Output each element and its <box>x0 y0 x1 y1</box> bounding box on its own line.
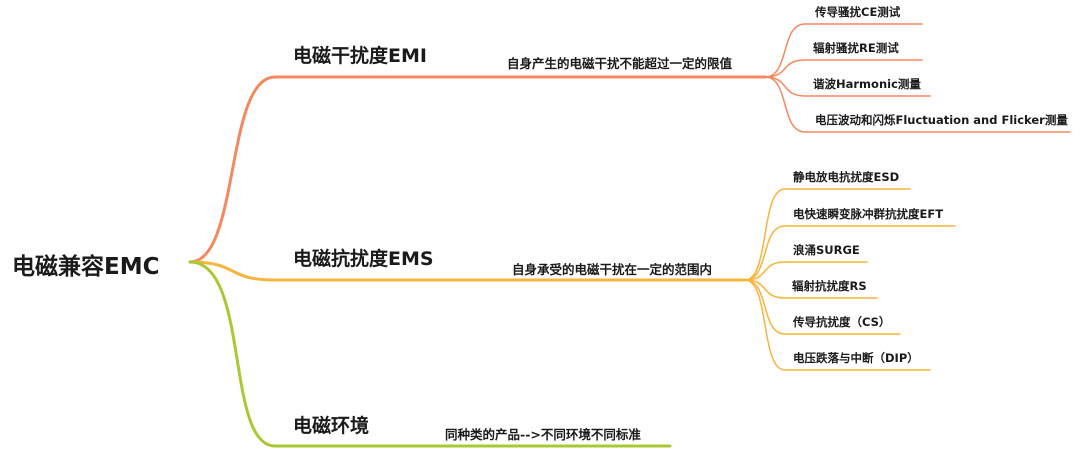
leaf-re[interactable]: 辐射骚扰RE测试 <box>813 41 899 55</box>
connector-ems-leaf <box>744 279 931 371</box>
leaf-harmonic[interactable]: 谐波Harmonic测量 <box>813 77 921 91</box>
leaf-cs[interactable]: 传导抗扰度（CS） <box>793 315 891 329</box>
connector-emi-leaf <box>764 23 923 78</box>
leaf-esd[interactable]: 静电放电抗扰度ESD <box>793 170 900 184</box>
leaf-dip[interactable]: 电压跌落与中断（DIP） <box>793 351 919 365</box>
connector-ems-leaf <box>744 261 868 281</box>
branch-emi[interactable]: 电磁干扰度EMI <box>293 45 427 67</box>
connector-ems <box>188 260 747 282</box>
leaf-flicker[interactable]: 电压波动和闪烁Fluctuation and Flicker测量 <box>815 113 1068 127</box>
root-node[interactable]: 电磁兼容EMC <box>12 254 160 280</box>
connector-ems-leaf <box>744 279 878 299</box>
connector-ems-leaf <box>744 279 901 335</box>
connector-emi-leaf <box>764 76 931 97</box>
connector-emi-leaf <box>764 76 1071 133</box>
branch-environment-description[interactable]: 同种类的产品-->不同环境不同标准 <box>445 427 641 442</box>
branch-ems-description[interactable]: 自身承受的电磁干扰在一定的范围内 <box>512 262 713 277</box>
leaf-rs[interactable]: 辐射抗扰度RS <box>792 279 867 293</box>
connector-emi <box>188 75 767 264</box>
leaf-ce[interactable]: 传导骚扰CE测试 <box>815 5 901 19</box>
leaf-eft[interactable]: 电快速瞬变脉冲群抗扰度EFT <box>793 207 944 221</box>
branch-emi-description[interactable]: 自身产生的电磁干扰不能超过一定的限值 <box>507 56 733 71</box>
leaf-surge[interactable]: 浪涌SURGE <box>793 243 860 257</box>
connector-emi-leaf <box>764 59 923 78</box>
branch-ems[interactable]: 电磁抗扰度EMS <box>293 248 434 270</box>
connector-ems-leaf <box>744 225 956 281</box>
branch-environment[interactable]: 电磁环境 <box>293 415 370 437</box>
connector-ems-leaf <box>744 188 911 281</box>
connector-env <box>188 260 672 448</box>
